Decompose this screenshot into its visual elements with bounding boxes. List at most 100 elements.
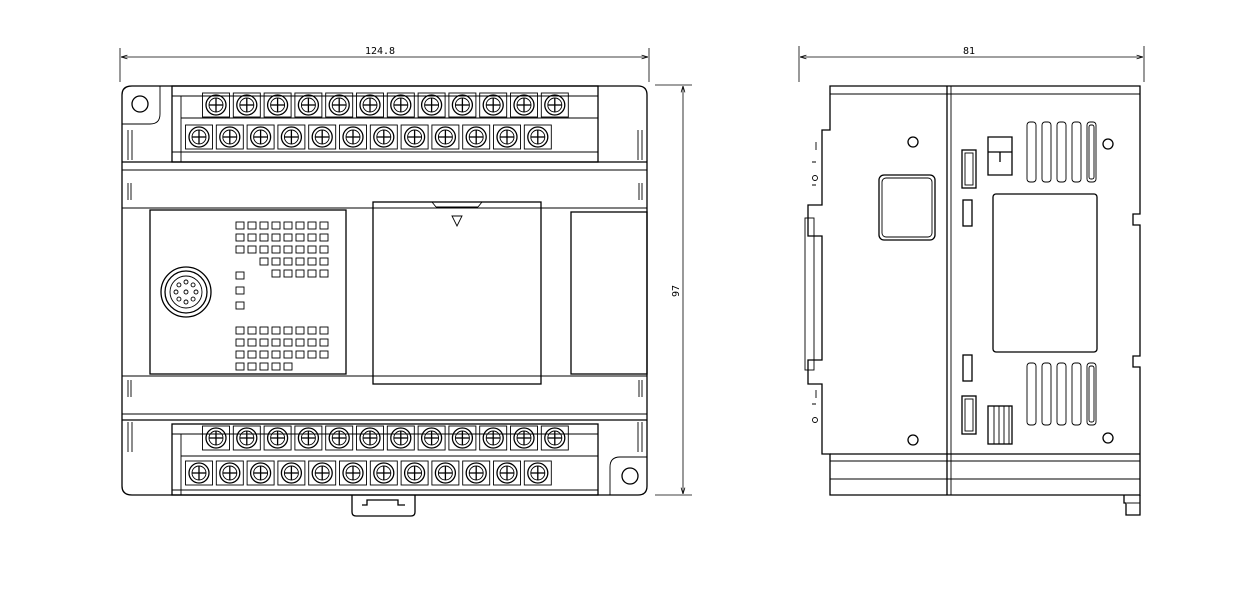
mounting-hole-bottom-right [621,467,639,485]
led-indicator [271,326,281,335]
terminal-screw [493,460,521,486]
led-indicator [307,338,317,347]
led-indicator [247,326,257,335]
led-indicator [259,257,269,266]
terminal-screw [185,460,213,486]
terminal-screw [185,124,213,150]
led-indicator [307,326,317,335]
led-indicator [259,362,269,371]
terminal-screw [325,425,354,451]
led-indicator [235,245,245,254]
vent-slot [1041,121,1052,183]
terminal-screw [417,425,446,451]
upper-port [961,149,977,189]
terminal-screw [294,425,323,451]
vent-slot [1071,362,1082,426]
vent-slot [1056,362,1067,426]
led-indicator [319,221,329,230]
led-indicator [283,362,293,371]
led-indicator [235,362,245,371]
terminal-screw [308,124,337,150]
vent-slot [1086,362,1097,426]
upper-vent-slots [1026,121,1097,183]
led-indicator [259,326,269,335]
terminal-screw [540,425,569,451]
led-indicator [283,326,293,335]
led-indicator [235,301,245,310]
terminal-screw [202,425,230,451]
led-indicator [319,350,329,359]
led-indicator [307,257,317,266]
output-led-grid [235,326,329,371]
expansion-cover [372,201,542,385]
led-indicator [247,362,257,371]
led-indicator [307,221,317,230]
input-led-grid [235,221,329,278]
led-indicator [295,269,305,278]
led-indicator [271,245,281,254]
lower-vent-slots [1026,362,1097,426]
led-indicator [283,221,293,230]
terminal-screw [523,124,552,150]
terminal-screw [448,92,477,118]
vent-slot [1056,121,1067,183]
screw-hole-upper [907,136,919,148]
led-indicator [271,362,281,371]
led-indicator [259,245,269,254]
terminal-screw [431,460,460,486]
terminal-screw [232,425,261,451]
vent-slot [1071,121,1082,183]
led-indicator [271,221,281,230]
led-indicator [271,257,281,266]
side-connector-cover [570,211,648,375]
terminal-screw [479,425,508,451]
terminal-screw [356,425,384,451]
led-indicator [247,350,257,359]
terminal-screw [448,425,477,451]
led-indicator [295,245,305,254]
led-indicator [283,257,293,266]
led-indicator [247,338,257,347]
terminal-screw [510,425,538,451]
screw-hole-lower [907,434,919,446]
led-indicator [295,338,305,347]
side-depth-dimension: 81 [798,46,1145,82]
terminal-screw [339,460,367,486]
led-indicator [271,350,281,359]
terminal-screw [356,92,384,118]
terminal-screw [386,92,415,118]
led-indicator [283,245,293,254]
lower-port [961,395,977,435]
upper-connector [987,136,1013,176]
led-indicator [307,269,317,278]
terminal-screw [462,124,491,150]
led-indicator [295,257,305,266]
front-height-dimension: 97 [655,84,692,496]
side-window [878,174,936,241]
led-indicator [319,233,329,242]
terminal-screw [277,124,306,150]
side-clip-tab [1123,495,1141,516]
terminal-screw [202,92,230,118]
status-led-column [235,271,245,310]
led-indicator [307,350,317,359]
terminal-screw [215,460,244,486]
vent-slot [1026,362,1037,426]
led-indicator [319,257,329,266]
screw-hole-right-lower [1102,432,1114,444]
led-indicator [259,221,269,230]
terminal-screw [339,124,367,150]
side-view: 81 [798,46,1145,516]
led-indicator [247,221,257,230]
led-indicator [283,269,293,278]
front-height-label: 97 [671,285,682,297]
bottom-right-ear [609,456,647,495]
programming-port [160,266,212,318]
bottom-terminal-row-lower [185,460,552,486]
vent-slot [1041,362,1052,426]
led-indicator [235,233,245,242]
led-indicator [295,326,305,335]
terminal-screw [263,92,292,118]
led-indicator [235,326,245,335]
